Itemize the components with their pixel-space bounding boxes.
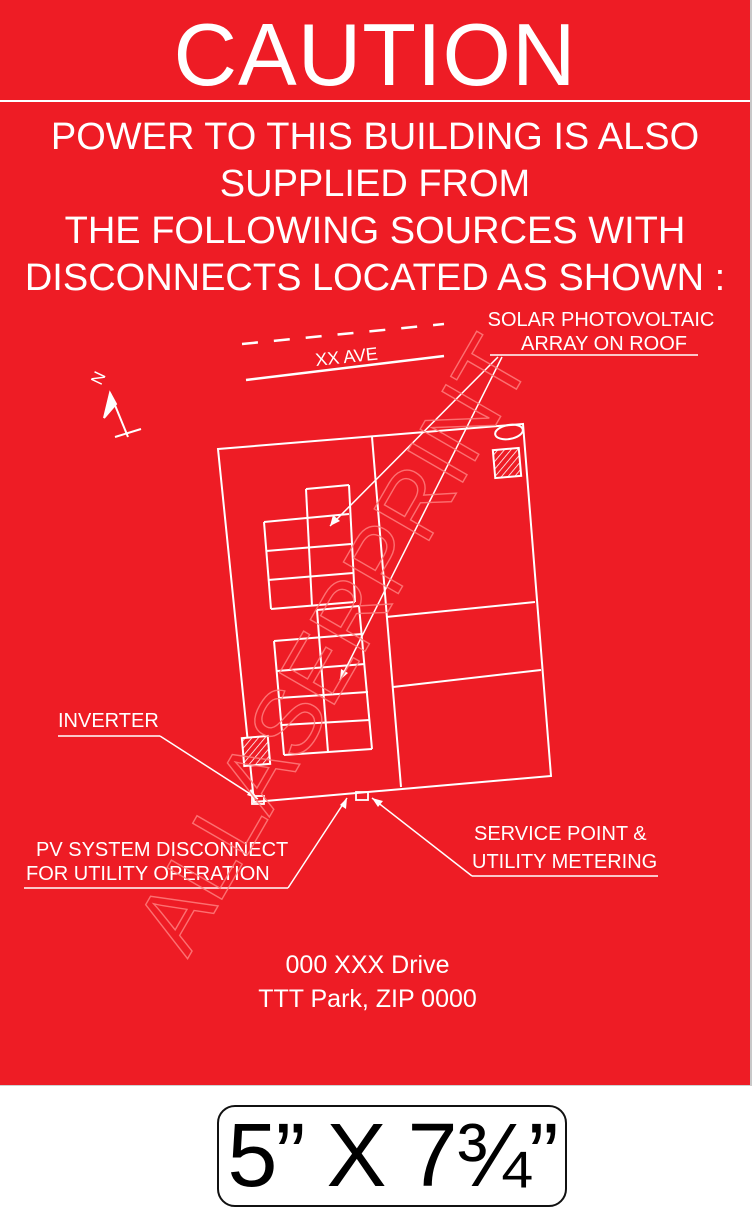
utility-pole-icon (494, 423, 524, 441)
service-meter-box (355, 791, 369, 801)
solar-callout-line2: ARRAY ON ROOF (521, 333, 687, 355)
site-map-diagram: XX AVE N (24, 309, 715, 970)
address-line: 000 XXX Drive (285, 951, 450, 979)
size-label-box: 5” X 7¾” (217, 1105, 567, 1207)
north-label: N (87, 369, 109, 388)
solar-array (263, 484, 373, 756)
sign-header: CAUTION (0, 0, 750, 102)
notice-line: DISCONNECTS LOCATED AS SHOWN : (24, 257, 726, 299)
caution-sign: CAUTION POWER TO THIS BUILDING IS ALSO S… (0, 0, 752, 1086)
street (241, 322, 445, 382)
callout-arrowheads (247, 515, 383, 809)
notice-text: POWER TO THIS BUILDING IS ALSO SUPPLIED … (0, 114, 750, 302)
service-point-callout-line1: SERVICE POINT & (474, 823, 647, 845)
solar-callout-line1: SOLAR PHOTOVOLTAIC (488, 309, 715, 331)
address-block: 000 XXX Drive TTT Park, ZIP 0000 (0, 948, 735, 1016)
pv-disconnect-callout-line1: PV SYSTEM DISCONNECT (36, 839, 288, 861)
callout-leaders (24, 354, 698, 889)
inverter-callout: INVERTER (58, 710, 159, 732)
pv-disconnect-callout-line2: FOR UTILITY OPERATION (26, 863, 270, 885)
pv-disconnect-box (251, 795, 265, 805)
notice-line: POWER TO THIS BUILDING IS ALSO (50, 116, 700, 158)
building-outline (216, 422, 553, 804)
service-point-callout-line2: UTILITY METERING (472, 851, 657, 873)
equipment-hatched-top (491, 446, 523, 480)
equipment-hatched-inverter (240, 734, 272, 768)
notice-line: SUPPLIED FROM (219, 163, 531, 205)
size-label: 5” X 7¾” (227, 1106, 558, 1206)
north-arrow-icon (103, 390, 142, 438)
notice-line: THE FOLLOWING SOURCES WITH (64, 210, 686, 252)
address-line: TTT Park, ZIP 0000 (258, 985, 477, 1013)
caution-title: CAUTION (173, 5, 577, 104)
